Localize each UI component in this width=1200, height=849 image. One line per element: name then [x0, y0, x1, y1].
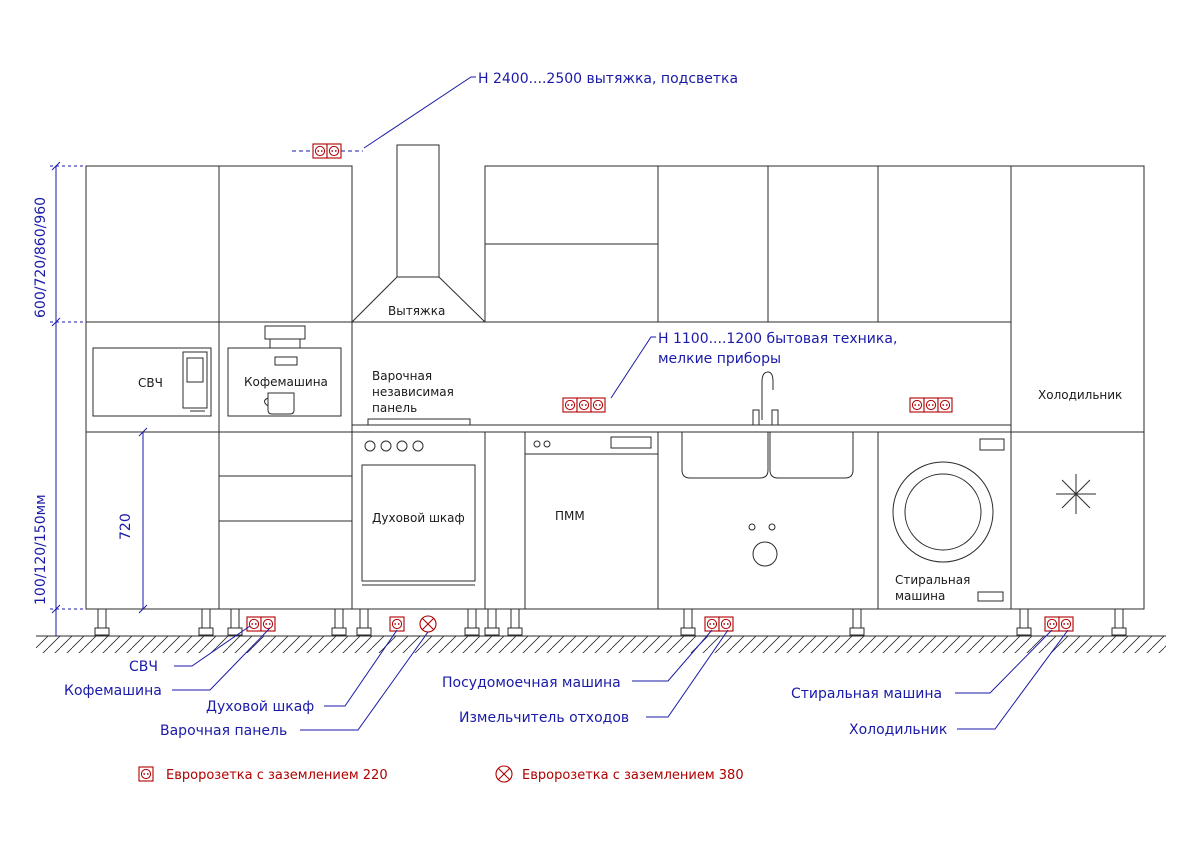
svg-text:машина: машина: [895, 589, 945, 603]
svg-text:Духовой шкаф: Духовой шкаф: [206, 699, 314, 715]
callout-hob: Варочная панель: [160, 631, 429, 739]
callout-coffee: Кофемашина: [64, 627, 271, 699]
worktop-height-dim: 720: [118, 513, 134, 540]
floor: [36, 636, 1166, 653]
svg-text:Измельчитель отходов: Измельчитель отходов: [459, 710, 629, 726]
euro-socket-220-icon: [1044, 616, 1074, 632]
euro-socket-220-icon: [389, 616, 405, 632]
legend-socket-220: Евророзетка с заземлением 220: [138, 766, 388, 783]
wall-cabinet-1: [85, 165, 220, 323]
euro-socket-220-icon: [704, 616, 734, 632]
worktop: [351, 424, 1012, 433]
dimension-lines: 600/720/860/960 720 100/120/150мм: [33, 161, 148, 636]
plinth-height-dim: 100/120/150мм: [33, 494, 49, 605]
svg-text:Н 2400....2500 вытяжка, подсв: Н 2400....2500 вытяжка, подсветка: [478, 71, 738, 87]
base-cabinet-1: [85, 431, 220, 610]
microwave: СВЧ: [92, 347, 212, 417]
svg-text:Холодильник: Холодильник: [849, 722, 947, 738]
range-hood: [350, 144, 487, 323]
svg-text:Посудомоечная машина: Посудомоечная машина: [442, 675, 621, 691]
appliance-height-callout: Н 1100....1200 бытовая техника, мелкие п…: [610, 331, 897, 399]
euro-socket-220-icon: [909, 397, 953, 413]
euro-socket-220-icon: [562, 397, 606, 413]
oven: Духовой шкаф: [361, 440, 476, 586]
cabinet-legs: [94, 609, 1127, 636]
oven-label: Духовой шкаф: [372, 511, 465, 525]
fridge-label: Холодильник: [1038, 388, 1122, 402]
euro-socket-220-icon: [292, 143, 363, 159]
dishwasher-label: ПММ: [555, 509, 585, 523]
svg-text:Евророзетка с заземлением 380: Евророзетка с заземлением 380: [522, 768, 744, 783]
top-height-dim: 600/720/860/960: [33, 197, 49, 318]
microwave-label: СВЧ: [138, 376, 163, 390]
svg-text:Варочная: Варочная: [372, 369, 432, 383]
legend-socket-380: Евророзетка с заземлением 380: [495, 765, 744, 783]
svg-text:Кофемашина: Кофемашина: [64, 683, 162, 699]
callout-fridge: Холодильник: [849, 629, 1069, 738]
cabinets: [85, 144, 1145, 610]
wall-cabinet-2: [218, 165, 353, 323]
svg-text:Стиральная: Стиральная: [895, 573, 970, 587]
washing-machine: Стиральная машина: [892, 438, 1005, 603]
sink: [681, 371, 854, 567]
callout-microwave: СВЧ: [129, 625, 251, 675]
svg-text:мелкие приборы: мелкие приборы: [658, 351, 781, 367]
hood-height-callout: Н 2400....2500 вытяжка, подсветка: [363, 71, 738, 149]
callout-washer: Стиральная машина: [791, 629, 1053, 702]
callout-oven: Духовой шкаф: [206, 629, 398, 715]
svg-text:СВЧ: СВЧ: [129, 659, 158, 675]
wall-cabinet-6: [877, 165, 1012, 323]
euro-socket-220-icon: [246, 616, 276, 632]
callout-dishwasher: Посудомоечная машина: [442, 629, 713, 691]
svg-text:панель: панель: [372, 401, 417, 415]
svg-text:Варочная панель: Варочная панель: [160, 723, 287, 739]
wall-cabinet-4: [657, 165, 769, 323]
legend: Евророзетка с заземлением 220 Евророзетк…: [138, 765, 744, 783]
hob-panel: Варочная независимая панель: [367, 369, 471, 426]
snowflake-icon: [1056, 474, 1096, 514]
svg-text:Стиральная машина: Стиральная машина: [791, 686, 942, 702]
svg-text:Н 1100....1200 бытовая техник: Н 1100....1200 бытовая техника,: [658, 331, 897, 347]
coffee-machine: Кофемашина: [227, 325, 342, 417]
euro-socket-380-icon: [419, 615, 437, 633]
coffee-machine-label: Кофемашина: [244, 375, 328, 389]
svg-text:независимая: независимая: [372, 385, 454, 399]
dishwasher: ПММ: [524, 431, 659, 523]
dishwasher-cabinet: [524, 431, 659, 610]
hood-label: Вытяжка: [388, 304, 445, 318]
svg-text:Евророзетка с заземлением 220: Евророзетка с заземлением 220: [166, 768, 388, 783]
callout-disposer: Измельчитель отходов: [459, 629, 729, 726]
wall-cabinet-5: [767, 165, 879, 323]
fridge: Холодильник: [1038, 388, 1122, 514]
